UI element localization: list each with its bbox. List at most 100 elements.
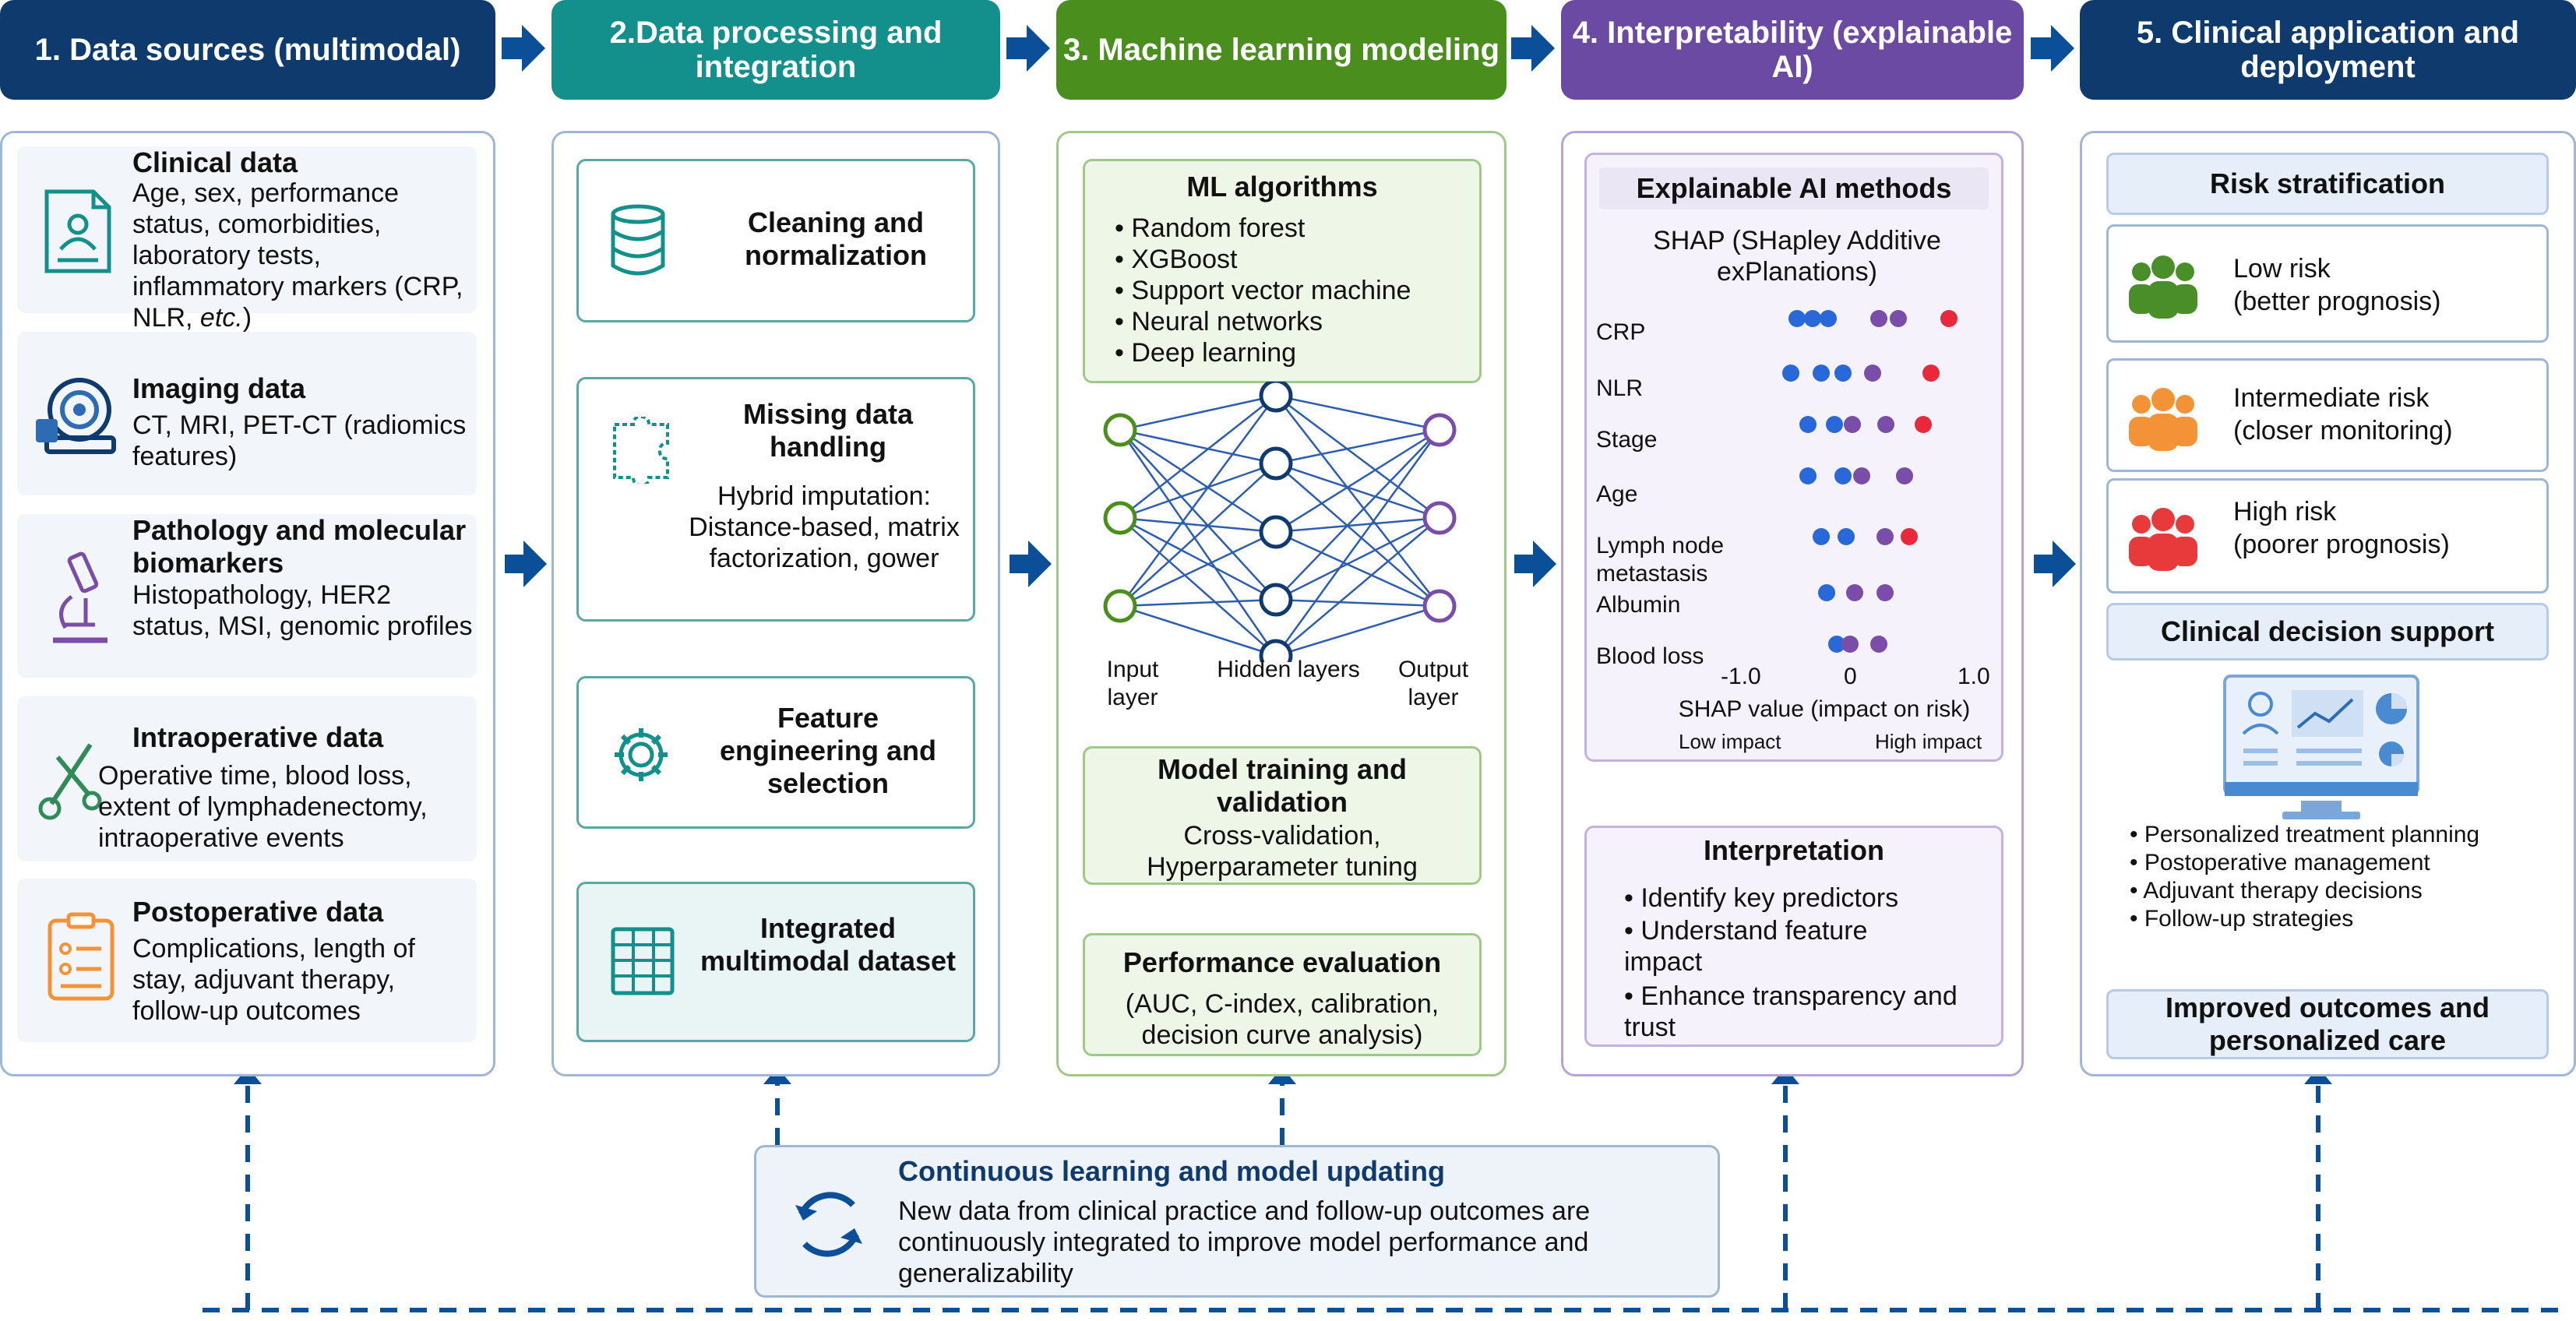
shap-dot-high [1915,416,1933,433]
algorithm-item: • Neural networks [1115,307,1323,336]
ml-algorithms-box: ML algorithms • Random forest • XGBoost … [1083,159,1482,383]
shap-dot-low [1803,310,1821,327]
algorithm-item: • XGBoost [1115,245,1238,274]
table-icon [611,927,675,995]
hidden-node [1259,515,1293,549]
clipboard-user-icon [44,189,111,273]
network-edge [1275,428,1440,465]
shap-feature-label: Lymph node metastasis [1596,533,1725,587]
interpretation-item: • Identify key predictors [1624,883,1899,913]
interpretation-item: • Understand feature impact [1624,916,1868,977]
network-edge [1275,462,1440,520]
network-edge [1119,598,1277,608]
people-group-icon [2129,508,2197,571]
network-edge [1119,428,1277,534]
column-arrow-1 [505,541,547,587]
network-edge [1119,463,1277,607]
source-title: Postoperative data [132,896,384,928]
shap-dot-mid [1876,528,1894,545]
network-edge [1119,429,1277,657]
risk-label: Intermediate risk [2233,383,2430,413]
shap-dot-low [1838,528,1855,545]
ct-scanner-icon [36,378,116,454]
output-node [1422,501,1457,535]
network-edge [1275,429,1440,601]
shap-dot-low [1818,584,1836,601]
column-arrow-3 [1514,541,1556,587]
source-body: Operative time, blood loss, extent of ly… [98,761,428,853]
shap-feature-label: Stage [1596,427,1658,453]
xai-methods-title: Explainable AI methods [1599,167,1989,210]
header-interpretability: 4. Interpretability (explainable AI) [1561,0,2024,100]
shap-dot-low [1799,467,1817,484]
interpretation-item: • Enhance transparency and trust [1624,981,1958,1042]
header-data-processing: 2.Data processing and integration [551,0,1000,100]
shap-tick-label: 0 [1844,664,1857,689]
header-arrow-1 [502,25,545,72]
hidden-node [1259,446,1293,481]
process-title: Missing data handling [742,398,914,463]
cds-item: • Adjuvant therapy decisions [2130,878,2423,904]
network-edge [1274,429,1441,657]
outcome-text: Improved outcomes and personalized care [2165,992,2490,1056]
shap-dot-mid [1841,636,1859,653]
hidden-node [1259,583,1293,617]
network-edge [1119,516,1277,534]
source-body: Age, sex, performance status, comorbidit… [132,178,463,333]
xai-methods-box: Explainable AI methods SHAP (SHapley Add… [1584,153,2003,762]
risk-high: High risk (poorer prognosis) [2106,478,2549,594]
network-edge [1275,394,1440,520]
source-title: Clinical data [132,146,298,178]
network-edge [1275,598,1440,608]
algorithm-item: • Random forest [1115,213,1306,243]
risk-sublabel: (poorer prognosis) [2233,530,2450,559]
risk-label: Low risk [2233,254,2331,284]
network-nodes [1103,382,1457,662]
shap-tick-label: 1.0 [1958,664,1990,689]
shap-dot-low [1788,310,1806,327]
shap-dot-mid [1876,584,1894,601]
risk-stratification-title: Risk stratification [2209,167,2446,199]
source-pathology-data: Pathology and molecular biomarkers Histo… [17,514,477,678]
column-arrows [505,541,2076,587]
risk-label: High risk [2233,497,2337,527]
shap-dot-mid [1844,416,1861,433]
refresh-cycle-icon [795,1192,862,1257]
shap-feature-label: NLR [1596,375,1644,401]
shap-dot-mid [1864,365,1882,382]
header-arrow-2 [1006,25,1050,72]
network-edge [1275,516,1440,534]
risk-sublabel: (closer monitoring) [2233,416,2453,446]
algorithm-item: • Support vector machine [1115,276,1411,305]
risk-stratification-header: Risk stratification [2106,153,2549,215]
loop-title: Continuous learning and model updating [898,1155,1445,1187]
shap-feature-label: CRP [1596,319,1646,345]
process-title: Cleaning and normalization [744,206,928,271]
column-arrow-4 [2034,541,2076,587]
process-feature-engineering: Feature engineering and selection [576,676,975,829]
cds-item: • Postoperative management [2130,850,2430,875]
shap-feature-label: Blood loss [1596,643,1704,669]
source-imaging-data: Imaging data CT, MRI, PET-CT (radiomics … [17,332,477,495]
risk-intermediate: Intermediate risk (closer monitoring) [2106,358,2549,472]
output-node [1422,589,1457,623]
shap-dot-mid [1870,310,1888,327]
input-layer-label: Input layer [1106,657,1159,710]
shap-feature-label: Age [1596,481,1638,507]
output-layer-label: Output layer [1397,657,1469,710]
network-edge [1119,395,1277,519]
clinical-decision-support-header: Clinical decision support [2106,603,2549,660]
shap-dot-low [1834,467,1852,484]
interpretation-box: Interpretation • Identify key predictors… [1584,826,2003,1047]
network-edge [1275,428,1440,534]
shap-dot-mid [1853,467,1871,484]
shap-tick-label: -1.0 [1721,664,1761,689]
network-edge [1275,394,1440,432]
network-edges [1119,394,1441,657]
interpretation-title: Interpretation [1703,834,1884,866]
network-edge [1119,604,1277,657]
shap-axis-label: SHAP value (impact on risk) [1678,696,1971,722]
shap-dot-low [1781,365,1799,382]
shap-dot-high [1922,365,1940,382]
checklist-icon [48,912,115,1001]
